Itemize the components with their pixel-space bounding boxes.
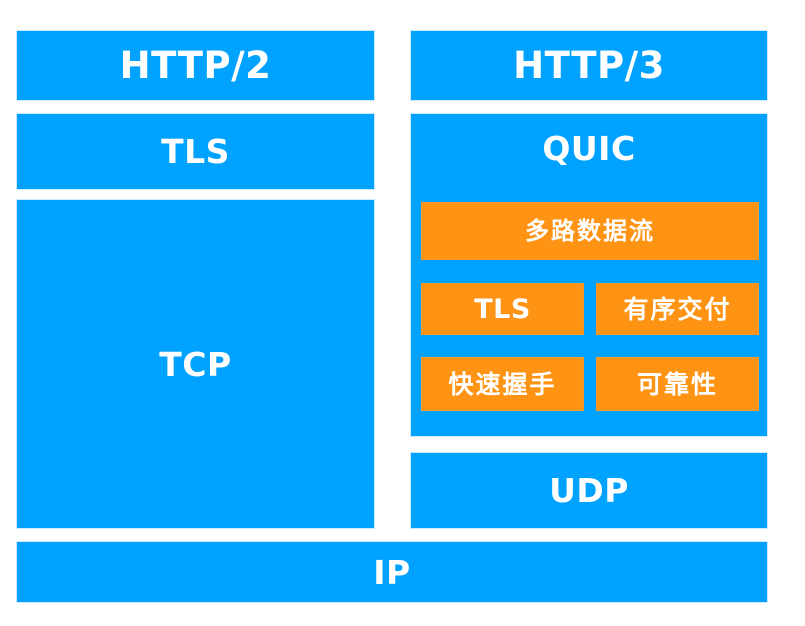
layer-udp: UDP <box>410 452 768 529</box>
quic-feature-tls: TLS <box>421 283 584 335</box>
quic-feature-reliability: 可靠性 <box>596 357 759 411</box>
quic-feature-ordered-delivery: 有序交付 <box>596 283 759 335</box>
layer-http3: HTTP/3 <box>410 30 768 101</box>
quic-feature-multiplexed-streams: 多路数据流 <box>421 202 759 260</box>
layer-quic-label: QUIC <box>542 129 636 168</box>
layer-quic: QUIC 多路数据流 TLS 有序交付 快速握手 可靠性 <box>410 113 768 437</box>
layer-tls-left: TLS <box>16 113 375 190</box>
layer-tcp: TCP <box>16 199 375 529</box>
layer-ip: IP <box>16 541 768 603</box>
quic-feature-fast-handshake: 快速握手 <box>421 357 584 411</box>
layer-http2: HTTP/2 <box>16 30 375 101</box>
